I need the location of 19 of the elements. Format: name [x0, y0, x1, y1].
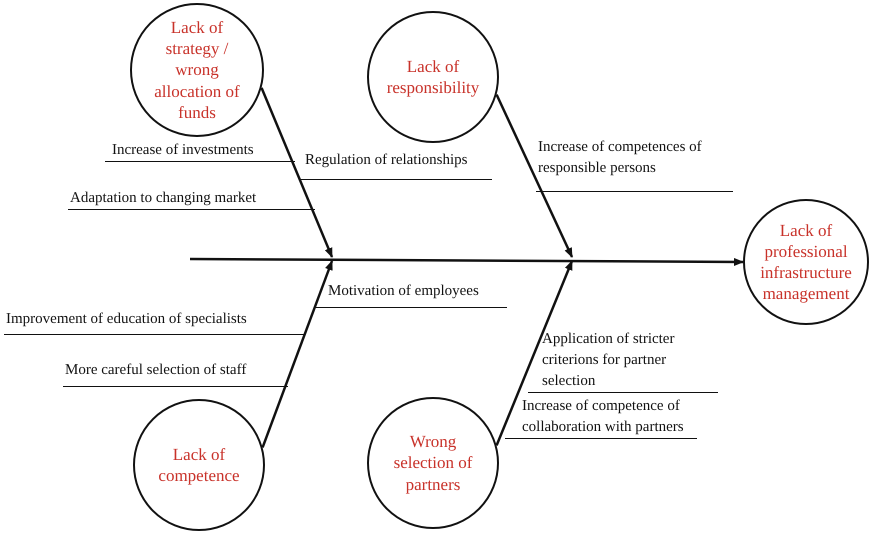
cause-label: Improvement of education of specialists [4, 309, 305, 335]
arrow [260, 87, 334, 258]
cause-label: Adaptation to changing market [68, 188, 315, 210]
arrow [495, 94, 574, 258]
cause-label: Increase of competence of collaboration with partners [505, 396, 697, 439]
cause-title: Wrong selection of partners [392, 431, 474, 495]
cause-title: Lack of responsibility [386, 56, 480, 98]
cause-title: Lack of professional infrastructure management [759, 220, 853, 304]
cause-label: Increase of competences of responsible persons [536, 137, 733, 192]
cause-title: Lack of competence [157, 444, 241, 486]
cause-label: Motivation of employees [315, 281, 507, 308]
cause-label: Increase of investments [105, 140, 295, 162]
arrow [190, 258, 744, 266]
arrow [261, 260, 334, 448]
cause-label: More careful selection of staff [63, 360, 288, 387]
cause-label: Regulation of relationships [300, 150, 492, 180]
cause-title: Lack of strategy / wrong allocation of funds [153, 16, 241, 124]
arrow [495, 260, 574, 446]
cause-label: Application of stricter criterions for partner selection [528, 329, 718, 393]
